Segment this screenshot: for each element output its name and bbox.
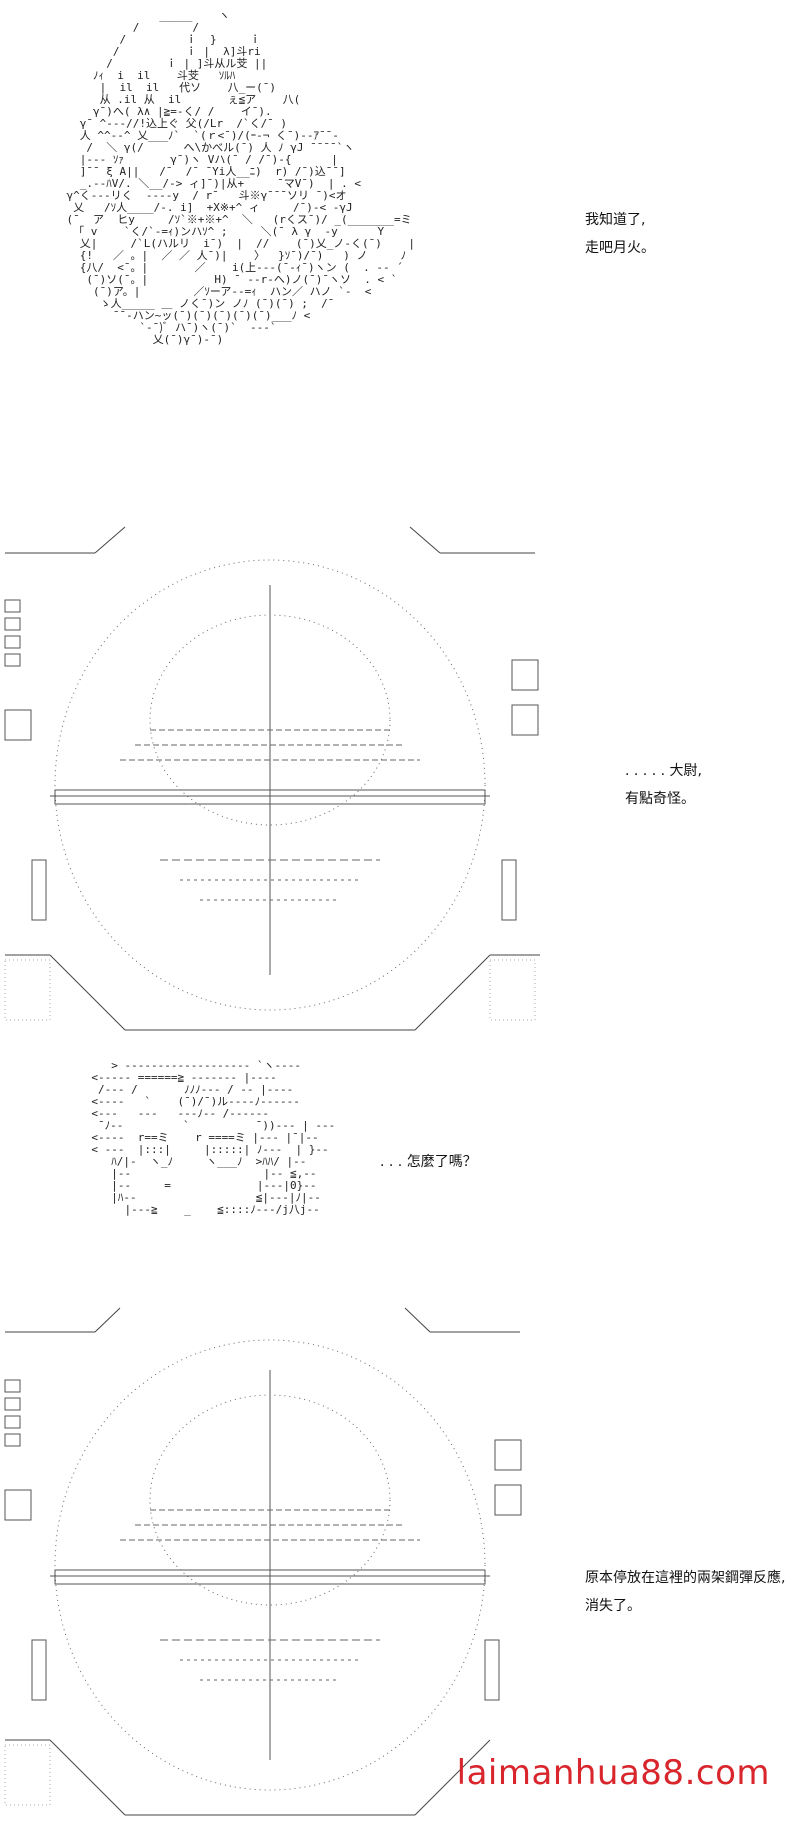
radar-display <box>4 559 540 1031</box>
panel-1-frame <box>5 526 535 554</box>
panel-3: > ‐‐‐‐‐‐‐‐‐‐‐‐‐‐‐‐‐‐‐ `ヽ‐‐‐‐ <‐‐‐‐‐ ====… <box>0 1040 800 1340</box>
watermark-text: laimanhua88.com <box>456 1753 770 1793</box>
panel-2-dialog: . . . . . 大尉, 有點奇怪。 <box>625 757 702 813</box>
dialog-line: 有點奇怪。 <box>625 791 695 807</box>
panel-1-dialog: 我知道了, 走吧月火。 <box>585 206 655 262</box>
radar-display <box>4 1339 522 1816</box>
panel-4-dialog: 原本停放在這裡的兩架鋼彈反應, 消失了。 <box>585 1564 785 1620</box>
dialog-line: 原本停放在這裡的兩架鋼彈反應, <box>585 1570 786 1586</box>
ascii-art-face: > ‐‐‐‐‐‐‐‐‐‐‐‐‐‐‐‐‐‐‐ `ヽ‐‐‐‐ <‐‐‐‐‐ ====… <box>91 1059 336 1216</box>
panel-4: 原本停放在這裡的兩架鋼彈反應, 消失了。 <box>0 1339 800 1821</box>
dialog-line: . . . . . 大尉, <box>625 763 702 779</box>
dialog-line: 消失了。 <box>585 1598 641 1614</box>
panel-3-frame <box>5 1307 520 1333</box>
ascii-art-character: _____ ヽ / / / ｉ } ｉ / ｉ | λ]斗ri / ｉ | ]斗… <box>66 9 416 346</box>
panel-2: . . . . . 大尉, 有點奇怪。 <box>0 559 800 1040</box>
dialog-line: . . . 怎麼了嗎？ <box>380 1154 477 1170</box>
panel-1: _____ ヽ / / / ｉ } ｉ / ｉ | λ]斗ri / ｉ | ]斗… <box>0 0 800 560</box>
dialog-line: 我知道了, <box>585 212 646 228</box>
dialog-line: 走吧月火。 <box>585 240 655 256</box>
panel-3-dialog: . . . 怎麼了嗎？ <box>380 1148 477 1176</box>
